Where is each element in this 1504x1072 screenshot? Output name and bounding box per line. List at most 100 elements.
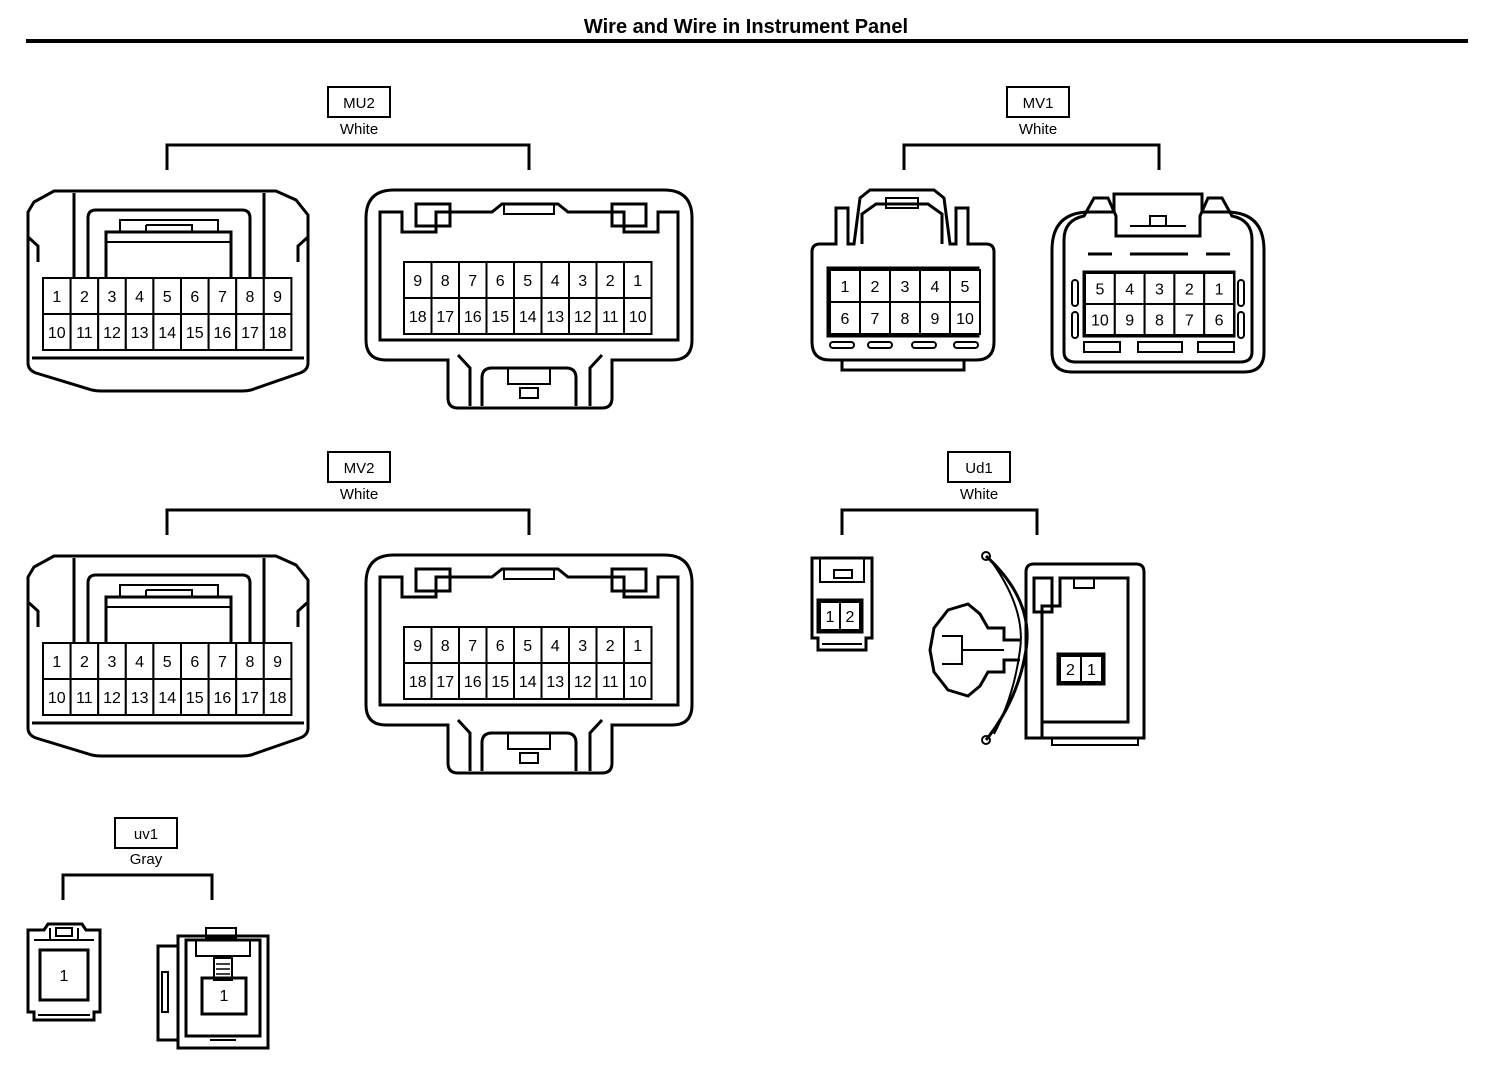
pin-label: 11 xyxy=(602,674,619,691)
connector-code-box xyxy=(327,451,391,483)
connector-uv1: uv1 Gray 1 1 xyxy=(26,817,270,1050)
male-connector-body xyxy=(810,556,874,652)
pin-label: 2 xyxy=(80,654,89,671)
pin-cell xyxy=(623,261,653,299)
pin-label: 8 xyxy=(441,638,450,655)
pin-cell xyxy=(485,662,515,700)
pin-label: 7 xyxy=(468,638,477,655)
pin-cell xyxy=(595,297,625,335)
connector-bracket xyxy=(165,143,531,170)
pin-label: 16 xyxy=(464,674,482,691)
pin-cell xyxy=(829,301,861,335)
pin-label: 2 xyxy=(1066,662,1075,679)
pin-label: 9 xyxy=(273,289,282,306)
pin-label: 13 xyxy=(546,309,564,326)
pin-label: 4 xyxy=(135,289,144,306)
connector-code: MV1 xyxy=(1023,95,1054,112)
connector-color: White xyxy=(340,486,378,503)
connector-bracket xyxy=(840,508,1039,535)
pin-cell xyxy=(1084,303,1116,336)
pin-cell xyxy=(540,297,570,335)
pin-cell xyxy=(485,297,515,335)
pin-label: 14 xyxy=(519,309,537,326)
pin-label: 10 xyxy=(629,674,647,691)
pin-cell xyxy=(1080,655,1103,683)
pin-label: 6 xyxy=(496,273,505,290)
connector-bracket xyxy=(61,873,214,900)
pin-cell xyxy=(1203,272,1235,305)
pin-label: 6 xyxy=(496,638,505,655)
pin-label: 8 xyxy=(441,273,450,290)
pin-label: 11 xyxy=(76,325,93,342)
pin-cell xyxy=(403,662,433,700)
pin-label: 5 xyxy=(523,638,532,655)
pin-label: 13 xyxy=(546,674,564,691)
pin-label: 17 xyxy=(436,674,454,691)
pin-cell xyxy=(595,662,625,700)
connector-code: uv1 xyxy=(134,826,158,843)
pin-label: 9 xyxy=(273,654,282,671)
pin-cell xyxy=(403,297,433,335)
pin-label: 1 xyxy=(52,289,61,306)
pin-label: 1 xyxy=(1215,281,1224,298)
pin-label: 16 xyxy=(464,309,482,326)
pin-cell xyxy=(1203,303,1235,336)
pin-label: 3 xyxy=(578,638,587,655)
pin-cell xyxy=(97,678,127,716)
pin-label: 17 xyxy=(436,309,454,326)
pin-label: 12 xyxy=(103,325,121,342)
connector-code: Ud1 xyxy=(965,460,993,477)
connector-code-box xyxy=(114,817,178,849)
pin-label: 6 xyxy=(841,311,850,328)
connector-bracket xyxy=(902,143,1161,170)
pin-cell xyxy=(1113,272,1146,305)
connector-color: White xyxy=(340,121,378,138)
pin-label: 18 xyxy=(269,325,287,342)
pin-label: 10 xyxy=(956,311,974,328)
pin-label: 12 xyxy=(103,690,121,707)
pin-label: 9 xyxy=(413,273,422,290)
pin-label: 9 xyxy=(931,311,940,328)
pin-label: 1 xyxy=(52,654,61,671)
pin-cell xyxy=(152,678,182,716)
pin-label: 2 xyxy=(606,638,615,655)
pin-label: 12 xyxy=(574,674,592,691)
pin-label: 4 xyxy=(135,654,144,671)
pin-cell xyxy=(262,642,293,680)
pin-label: 10 xyxy=(48,325,66,342)
pin-cell xyxy=(124,678,155,716)
pin-label: 4 xyxy=(551,638,560,655)
pin-label: 6 xyxy=(190,289,199,306)
pin-cell xyxy=(568,297,598,335)
pin-cell xyxy=(180,313,210,351)
pin-label: 4 xyxy=(931,279,940,296)
pin-cell xyxy=(42,678,72,716)
pin-label: 16 xyxy=(214,690,232,707)
pin-label: 8 xyxy=(901,311,910,328)
pin-label: 1 xyxy=(633,273,642,290)
pin-cell xyxy=(1173,272,1206,305)
pin-cell xyxy=(829,269,861,303)
pin-cell xyxy=(889,269,921,303)
connector-color: White xyxy=(1019,121,1057,138)
pin-cell xyxy=(623,662,653,700)
pin-cell xyxy=(42,313,72,351)
pin-label: 5 xyxy=(163,289,172,306)
pin-cell xyxy=(124,313,155,351)
pin-cell xyxy=(919,269,951,303)
pin-cell xyxy=(623,626,653,664)
pin-cell xyxy=(152,313,182,351)
pin-cell xyxy=(207,678,238,716)
pin-label: 1 xyxy=(1087,662,1096,679)
pin-cell xyxy=(262,678,293,716)
pin-label: 1 xyxy=(60,968,69,985)
